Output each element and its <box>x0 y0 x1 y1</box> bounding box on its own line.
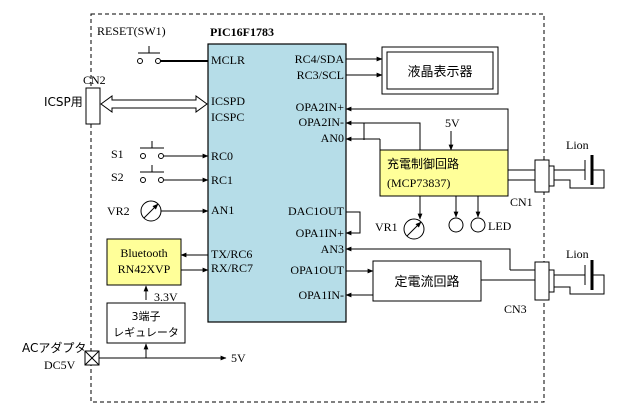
dac1out-wire <box>346 211 361 234</box>
pin-opa2in-plus: OPA2IN+ <box>296 100 345 114</box>
charger-label-1: 充電制御回路 <box>387 156 459 171</box>
pin-icspc: ICSPC <box>211 110 244 124</box>
opa2in-minus-wire <box>346 122 365 140</box>
battery2-icon <box>554 260 605 295</box>
reset-label: RESET(SW1) <box>97 24 166 38</box>
bluetooth-label-2: RN42XVP <box>118 262 171 276</box>
pin-an1: AN1 <box>211 203 234 217</box>
ac-adapter-label-1: ACアダプタ <box>22 340 86 355</box>
constant-current-label: 定電流回路 <box>394 274 459 290</box>
pin-mclr: MCLR <box>211 53 245 67</box>
pin-tx-rc6: TX/RC6 <box>211 247 252 261</box>
charger-block <box>379 149 509 197</box>
bluetooth-label-1: Bluetooth <box>120 246 167 260</box>
s1-label: S1 <box>111 147 124 161</box>
lion2-label: Lion <box>566 247 589 261</box>
v5-top-label: 5V <box>445 116 460 130</box>
led-label: LED <box>488 219 512 233</box>
cn2-label: CN2 <box>83 73 106 87</box>
pin-an0: AN0 <box>321 131 344 145</box>
vr2-potentiometer-icon <box>140 200 162 222</box>
constant-current-block <box>372 260 482 302</box>
opa2in-plus-wire <box>345 106 509 154</box>
lcd-label: 液晶表示器 <box>407 65 472 80</box>
board-boundary <box>90 13 545 403</box>
pin-rc4-sda: RC4/SDA <box>295 52 345 66</box>
mcu-block <box>207 43 347 323</box>
battery1-icon <box>554 155 605 189</box>
pin-opa1out: OPA1OUT <box>290 263 344 277</box>
lion1-label: Lion <box>566 138 589 152</box>
icsp-bus-arrow <box>100 95 208 113</box>
cn1-connector <box>534 159 550 193</box>
cn1-connector-notch <box>548 165 555 187</box>
reset-switch-icon <box>137 46 161 64</box>
v5-bottom-label: 5V <box>231 351 246 365</box>
vr1-potentiometer-icon <box>403 218 425 240</box>
cn2-connector <box>85 87 101 125</box>
cn3-connector-notch <box>548 269 555 293</box>
an3-wire <box>345 246 511 270</box>
pin-dac1out: DAC1OUT <box>288 204 345 218</box>
vr2-label: VR2 <box>107 204 130 218</box>
ac-adapter-label-2: DC5V <box>44 358 76 372</box>
pin-rc0: RC0 <box>211 149 233 163</box>
cn3-label: CN3 <box>504 302 527 316</box>
opa2-feedback-wire <box>364 122 421 150</box>
regulator-label-2: レギュレータ <box>113 326 179 339</box>
pin-rc1: RC1 <box>211 173 233 187</box>
bluetooth-block <box>106 238 182 286</box>
pin-opa1in-plus: OPA1IN+ <box>296 226 345 240</box>
s1-switch-icon <box>140 141 164 159</box>
pin-an3: AN3 <box>321 242 344 256</box>
cn1-label: CN1 <box>510 195 533 209</box>
pin-opa2in-minus: OPA2IN- <box>298 115 344 129</box>
icsp-label: ICSP用 <box>44 95 83 109</box>
regulator-label-1: 3端子 <box>132 310 161 323</box>
regulator-block <box>106 302 186 344</box>
cn3-connector <box>534 261 550 301</box>
mcu-name: PIC16F1783 <box>210 25 274 39</box>
lcd-block <box>381 46 499 95</box>
charger-label-2: (MCP73837) <box>387 176 450 190</box>
pin-icspd: ICSPD <box>211 94 245 108</box>
vr1-label: VR1 <box>375 220 398 234</box>
pin-opa1in-minus: OPA1IN- <box>298 288 344 302</box>
pin-rx-rc7: RX/RC7 <box>211 261 253 275</box>
led-icon <box>448 217 486 233</box>
v33-label: 3.3V <box>154 290 178 304</box>
ac-jack-icon <box>84 350 100 366</box>
pin-rc3-scl: RC3/SCL <box>297 68 344 82</box>
s2-label: S2 <box>111 170 124 184</box>
s2-switch-icon <box>140 165 164 183</box>
